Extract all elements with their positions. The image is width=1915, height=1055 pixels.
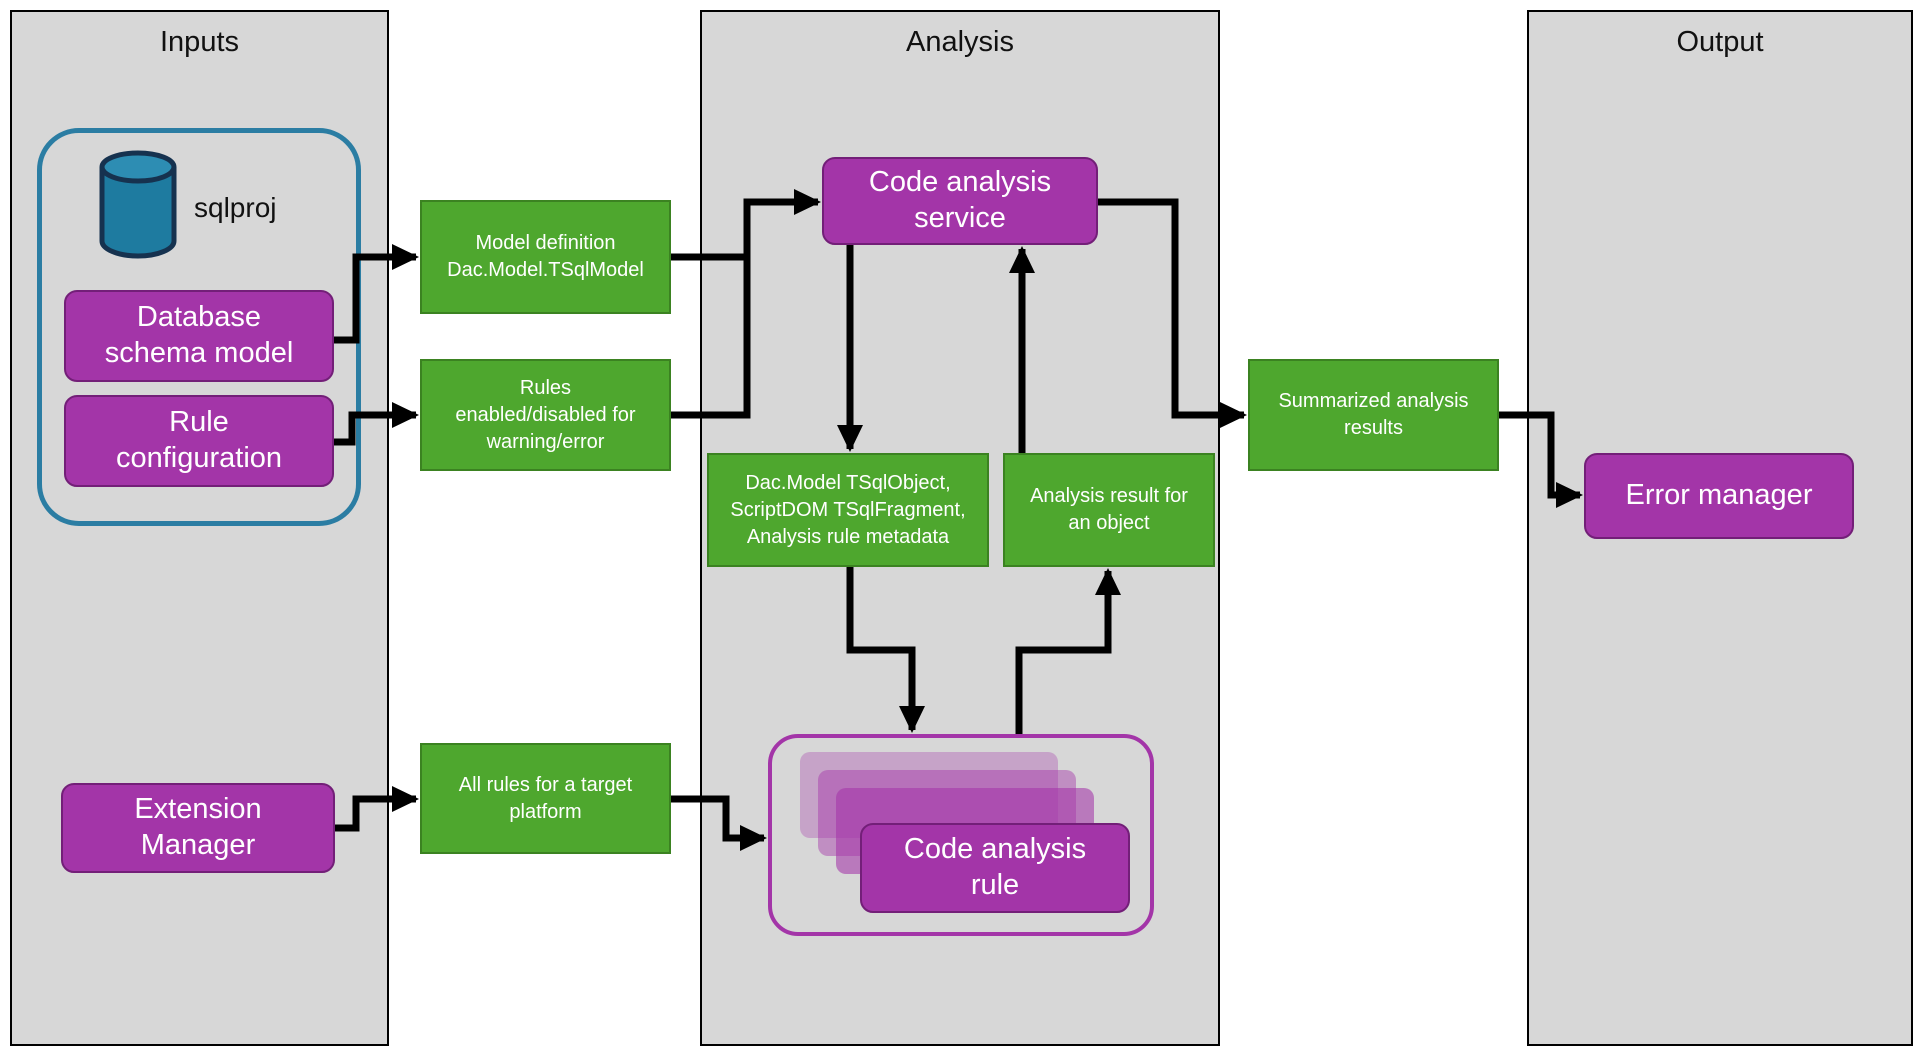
rules-enabled-node: Rules enabled/disabled for warning/error xyxy=(420,359,671,471)
rules-enabled-line2: enabled/disabled for xyxy=(455,403,636,426)
code-analysis-rule-line2: rule xyxy=(970,869,1020,901)
extension-manager-line2: Manager xyxy=(140,829,256,861)
model-definition-line1: Model definition xyxy=(475,232,616,254)
rule-configuration-node: Rule configuration xyxy=(64,395,334,487)
model-definition-line2: Dac.Model.TSqlModel xyxy=(447,259,644,281)
analysis-result-node: Analysis result for an object xyxy=(1003,453,1215,567)
code-analysis-rule-line1: Code analysis xyxy=(903,833,1087,866)
code-analysis-service-node: Code analysis service xyxy=(822,157,1098,245)
analysis-result-line2: an object xyxy=(1068,512,1150,534)
analysis-column-title: Analysis xyxy=(906,26,1014,58)
sqlproj-label: sqlproj xyxy=(194,192,277,223)
object-metadata-line2: ScriptDOM TSqlFragment, xyxy=(730,498,966,521)
summarized-results-node: Summarized analysis results xyxy=(1248,359,1499,471)
all-rules-line2: platform xyxy=(509,800,582,823)
code-analysis-rule-node: Code analysis rule xyxy=(860,823,1130,913)
code-analysis-service-line1: Code analysis xyxy=(868,166,1052,199)
object-metadata-line3: Analysis rule metadata xyxy=(746,525,950,548)
model-definition-node: Model definition Dac.Model.TSqlModel xyxy=(420,200,671,314)
error-manager-label: Error manager xyxy=(1625,479,1813,512)
object-metadata-node: Dac.Model TSqlObject, ScriptDOM TSqlFrag… xyxy=(707,453,989,567)
analysis-result-line1: Analysis result for xyxy=(1030,485,1188,507)
database-cylinder-icon xyxy=(96,150,180,260)
rule-configuration-line2: configuration xyxy=(115,442,283,474)
object-metadata-line1: Dac.Model TSqlObject, xyxy=(745,471,951,494)
error-manager-node: Error manager xyxy=(1584,453,1854,539)
code-analysis-service-line2: service xyxy=(914,202,1006,234)
database-schema-model-line1: Database xyxy=(136,301,262,334)
all-rules-node: All rules for a target platform xyxy=(420,743,671,854)
all-rules-line1: All rules for a target xyxy=(458,773,633,796)
rules-enabled-line3: warning/error xyxy=(486,430,605,453)
database-schema-model-line2: schema model xyxy=(104,337,294,369)
database-schema-model-node: Database schema model xyxy=(64,290,334,382)
inputs-column-title: Inputs xyxy=(160,26,239,58)
summarized-results-line2: results xyxy=(1344,417,1403,439)
code-analysis-rules-container xyxy=(768,734,1154,936)
rule-configuration-line1: Rule xyxy=(169,406,229,439)
extension-manager-line1: Extension xyxy=(134,793,262,826)
inputs-column: Inputs xyxy=(10,10,389,1046)
extension-manager-node: Extension Manager xyxy=(61,783,335,873)
output-column-title: Output xyxy=(1676,26,1764,58)
summarized-results-line1: Summarized analysis xyxy=(1278,390,1469,412)
rules-enabled-line1: Rules xyxy=(519,376,572,399)
